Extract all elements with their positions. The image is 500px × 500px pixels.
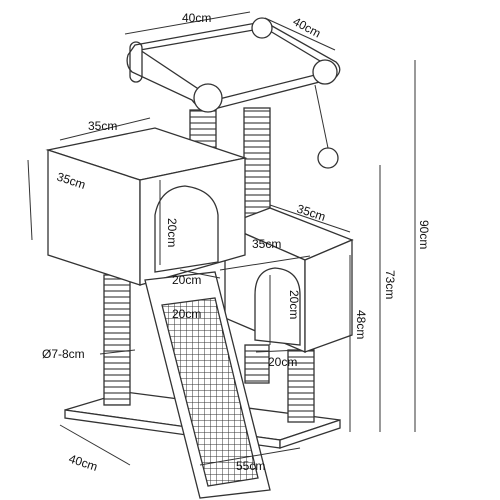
label-upper-box-width: 35cm — [88, 119, 117, 133]
label-top-width: 40cm — [182, 11, 211, 25]
label-upper-door-width: 20cm — [172, 273, 201, 287]
hanging-ball-toy — [317, 147, 339, 169]
label-base-depth: 40cm — [67, 452, 99, 474]
label-lower-box-width: 35cm — [252, 237, 281, 251]
top-perch — [126, 17, 341, 169]
ramp — [144, 271, 271, 499]
label-ramp-width: 20cm — [172, 307, 201, 321]
lower-post-left — [244, 344, 270, 384]
label-height-middle: 73cm — [383, 270, 397, 299]
label-height-total: 90cm — [417, 220, 431, 249]
left-post — [103, 274, 131, 406]
label-top-depth: 40cm — [291, 14, 323, 40]
label-upper-door-height: 20cm — [165, 218, 179, 247]
label-lower-door-height: 20cm — [287, 290, 301, 319]
label-post-diameter: Ø7-8cm — [42, 347, 85, 361]
upper-box — [45, 127, 248, 286]
lower-box — [223, 207, 354, 353]
label-lower-door-width: 20cm — [268, 355, 297, 369]
label-height-lower: 48cm — [354, 310, 368, 339]
label-base-width: 55cm — [236, 459, 265, 473]
top-post-right — [243, 107, 271, 219]
dimension-lines — [27, 11, 416, 466]
